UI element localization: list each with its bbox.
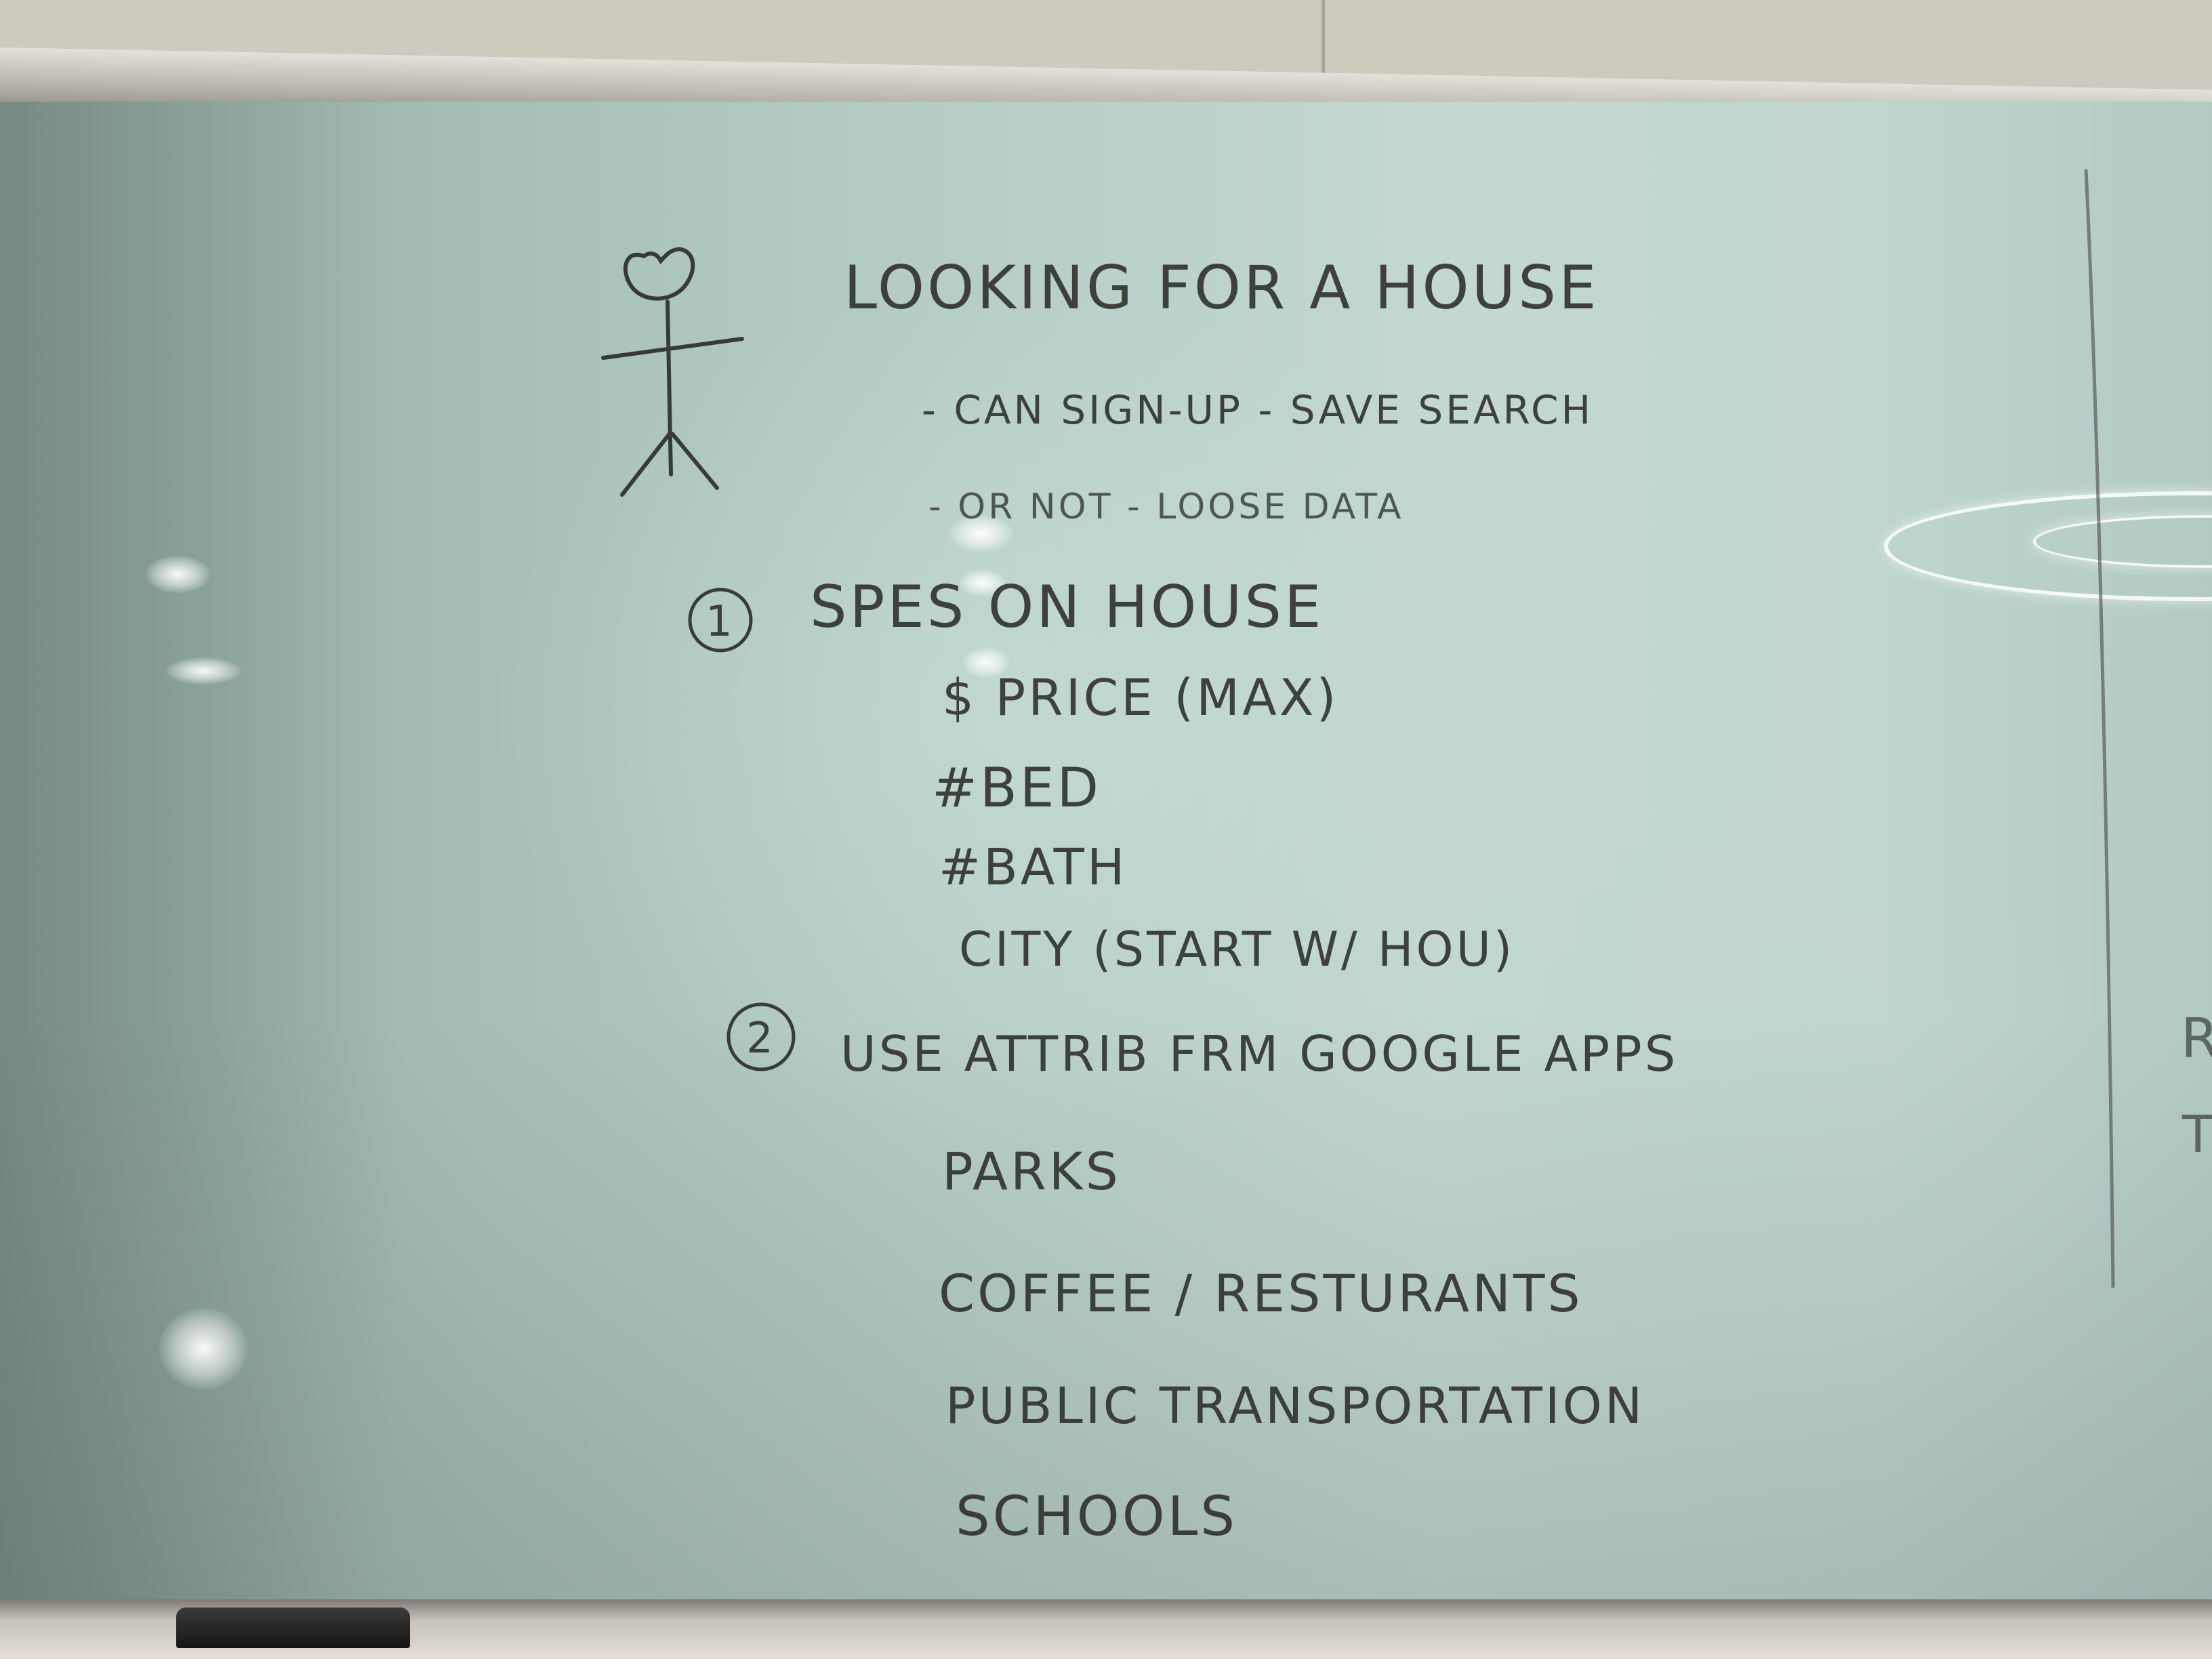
- stick-figure-body: [665, 300, 673, 476]
- whiteboard-eraser[interactable]: [176, 1607, 410, 1648]
- stick-figure-arms: [601, 337, 744, 360]
- board-title: LOOKING FOR A HOUSE: [844, 253, 1599, 323]
- section-1-item-city: CITY (START W/ HOU): [959, 922, 1515, 977]
- light-reflection-left: [146, 556, 210, 593]
- section-1-number: 1: [705, 596, 735, 646]
- section-1-item-bed: #BED: [932, 756, 1101, 819]
- bullet-can-sign-up: - CAN SIGN-UP - SAVE SEARCH: [922, 387, 1593, 433]
- board-shading: [0, 102, 2212, 1620]
- edge-letter-r: R: [2181, 1007, 2212, 1070]
- bullet-or-not: - OR NOT - LOOSE DATA: [928, 487, 1404, 527]
- glass-whiteboard: [0, 102, 2212, 1620]
- stick-figure-head: [623, 247, 695, 301]
- section-1-item-bath: #BATH: [939, 838, 1128, 897]
- section-1-item-price: $ PRICE (MAX): [942, 669, 1338, 727]
- section-2-item-coffee: COFFEE / RESTURANTS: [939, 1263, 1583, 1324]
- light-reflection-lower-left: [159, 1308, 247, 1389]
- wall-seam: [1322, 0, 1325, 88]
- edge-letter-t: T: [2182, 1104, 2212, 1164]
- light-reflection-left-low: [166, 657, 241, 684]
- stick-figure-left-leg: [620, 432, 672, 497]
- section-1-circle: [688, 588, 753, 653]
- light-reflection-center-2: [959, 569, 1006, 596]
- light-reflection-center: [949, 515, 1013, 552]
- stick-figure-right-leg: [670, 432, 719, 490]
- section-2-circle: [726, 1002, 796, 1071]
- section-2-item-schools: SCHOOLS: [956, 1485, 1237, 1548]
- section-2-number: 2: [746, 1013, 775, 1063]
- section-2-item-public-transportation: PUBLIC TRANSPORTATION: [945, 1377, 1645, 1435]
- section-1-heading: SPES ON HOUSE: [810, 573, 1324, 641]
- section-2-heading: USE ATTRIB FRM GOOGLE APPS: [840, 1025, 1678, 1082]
- light-reflection-center-3: [962, 647, 1010, 678]
- section-2-item-parks: PARKS: [942, 1141, 1121, 1202]
- stick-figure-drawing: [601, 247, 744, 497]
- board-panel-divider: [2084, 169, 2115, 1288]
